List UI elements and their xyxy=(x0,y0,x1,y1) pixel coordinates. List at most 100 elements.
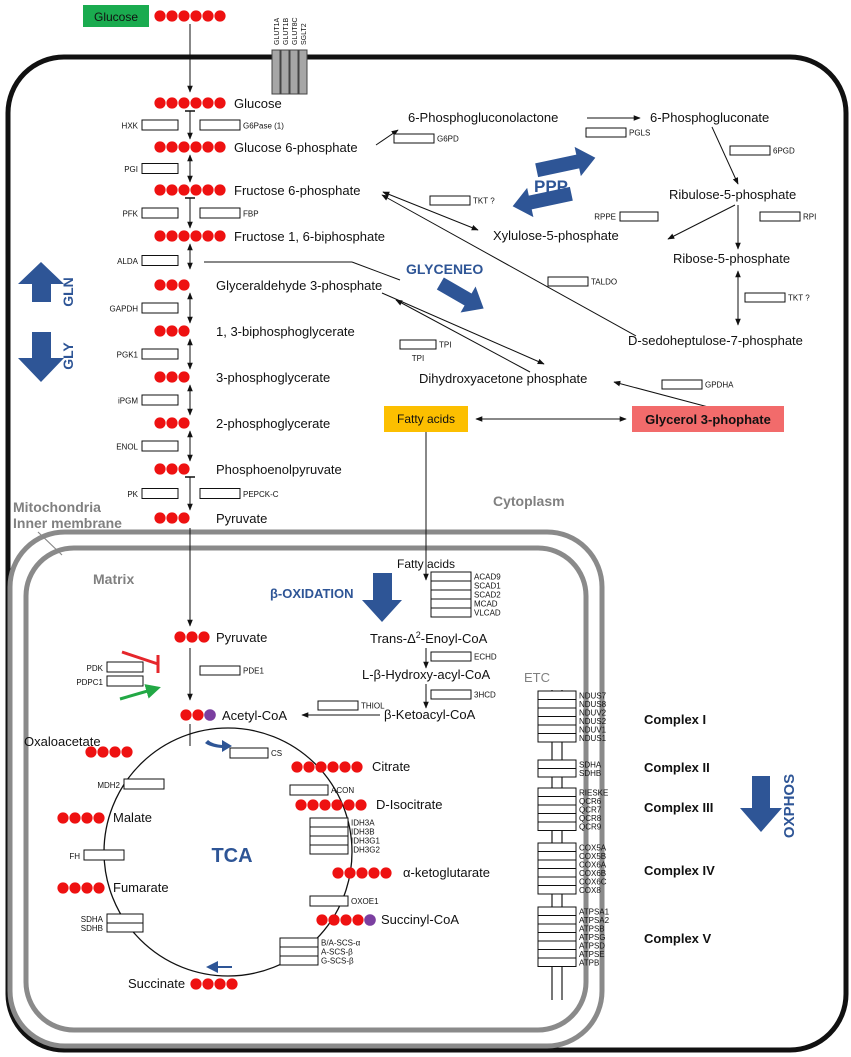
acetyl-coa-label: Acetyl-CoA xyxy=(222,708,287,723)
tca-enzyme-mdh2-label: MDH2 xyxy=(97,781,120,790)
tca-fumarate-carbon-dot xyxy=(81,882,93,894)
tca-akg-carbon-dot xyxy=(368,867,380,879)
ppp-enzyme-6pgd-label: 6PGD xyxy=(773,147,795,156)
mito-pyruvate-carbon-dot xyxy=(174,631,186,643)
ppp-arrow-backward-shape xyxy=(512,186,573,218)
tca-malate-label: Malate xyxy=(113,810,152,825)
mito-pyruvate-carbon-dot xyxy=(198,631,210,643)
beta-enzyme-acad-row xyxy=(430,589,472,600)
mito-inner-membrane xyxy=(23,545,589,1033)
acetyl-coa-carbon-dot xyxy=(192,709,204,721)
tca-flow-arrow-top xyxy=(205,740,232,752)
etc-subunit-box xyxy=(537,868,577,878)
glycolysis-metabolite-label: Pyruvate xyxy=(216,511,267,526)
etc-subunit-box xyxy=(537,842,577,852)
tca-enzyme-fh-box xyxy=(83,849,125,861)
pdk-label: PDK xyxy=(87,664,104,673)
etc-subunit-label: ATPSG xyxy=(579,933,606,942)
glycolysis-enzyme-right-box xyxy=(199,488,241,499)
beta-enzyme-echd-label: ECHD xyxy=(474,653,497,662)
beta-oxidation-label: β-OXIDATION xyxy=(270,586,354,601)
glycolysis-enzyme-left-box xyxy=(141,394,179,406)
tca-oxaloacetate: Oxaloacetate xyxy=(24,734,101,749)
glucose-external-carbon-dot xyxy=(178,10,190,22)
tca-enzyme-sdh-leftlabel: SDHA xyxy=(81,915,104,924)
tca-enzyme-idh-row xyxy=(309,835,349,846)
glycolysis-metabolite-1-carbon-dot xyxy=(166,141,178,153)
ppp-label: PPP xyxy=(534,177,568,196)
etc-complex-label: Complex I xyxy=(644,712,706,727)
glucose-external-carbon-dot xyxy=(214,10,226,22)
tca-malate-carbon-dot xyxy=(81,812,93,824)
tca-citrate-carbon-dot xyxy=(351,761,363,773)
etc-subunit-box xyxy=(537,724,577,734)
glycolysis-enzyme-left-label: PFK xyxy=(122,210,138,219)
etc-complex-label: Complex III xyxy=(644,800,713,815)
pdpc1-label: PDPC1 xyxy=(76,678,103,687)
glycolysis-metabolite-4-carbon-dot xyxy=(178,279,190,291)
transporter-label: GLUT1A xyxy=(274,17,281,45)
tca-enzyme-idh-row xyxy=(309,817,349,828)
tca-akg-carbon-dot xyxy=(380,867,392,879)
glucose-external-carbon-dot xyxy=(202,10,214,22)
ppp-lactone: 6-Phosphogluconolactone xyxy=(408,110,558,125)
glycolysis-metabolite-9-carbon-dot xyxy=(178,512,190,524)
tca-succinyl-label: Succinyl-CoA xyxy=(381,912,459,927)
glycolysis-metabolite-5-carbon-dot xyxy=(154,325,166,337)
cytoplasm-label: Cytoplasm xyxy=(493,493,565,509)
glycolysis-enzyme-left-label: PGK1 xyxy=(117,351,139,360)
beta-enzyme-acad-label: ACAD9 xyxy=(474,573,501,582)
glycolysis-metabolite-label: Phosphoenolpyruvate xyxy=(216,462,342,477)
ppp-enzyme-pgls-label: PGLS xyxy=(629,129,650,138)
glycolysis-metabolite-4-carbon-dot xyxy=(166,279,178,291)
tca-succinyl-coa-dot xyxy=(364,914,376,926)
inner-membrane-pointer xyxy=(37,531,63,556)
glycolysis-metabolite-0-carbon-dot xyxy=(202,97,214,109)
glycolysis-metabolite-3-carbon-dot xyxy=(202,230,214,242)
glycolysis-metabolite-2-carbon-dot xyxy=(190,184,202,196)
ppp-arrow-g6p-lactone xyxy=(375,129,399,146)
glycolysis-enzyme-left-box xyxy=(141,440,179,452)
tca-succinate-carbon-dot xyxy=(202,978,214,990)
etc-subunit-label: QCR7 xyxy=(579,806,602,815)
etc-subunit-box xyxy=(537,906,577,916)
etc-subunit-box xyxy=(537,940,577,950)
glycolysis-metabolite-7-carbon-dot xyxy=(154,417,166,429)
etc-subunit-box xyxy=(537,768,577,778)
glycolysis-metabolite-1-carbon-dot xyxy=(154,141,166,153)
glycolysis-metabolite-label: Glucose xyxy=(234,96,282,111)
glucose-external-carbon-dot xyxy=(166,10,178,22)
tca-enzyme-sdh-row xyxy=(106,913,144,924)
beta-enzyme-acad-row xyxy=(430,598,472,609)
acetyl-coa-carbon-dot xyxy=(180,709,192,721)
inner-membrane-label: Inner membrane xyxy=(13,515,122,531)
glycolysis-enzyme-left-box xyxy=(141,207,179,219)
etc-subunit-label: NDUS7 xyxy=(579,692,607,701)
ppp-arrow-forward xyxy=(535,146,596,178)
glyceneo-enzyme-tpi-box-box xyxy=(399,339,437,350)
etc-subunit-box xyxy=(537,813,577,823)
etc-subunit-box xyxy=(537,716,577,726)
glycolysis-enzyme-left-box xyxy=(141,348,179,360)
glycolysis-metabolite-label: 2-phosphoglycerate xyxy=(216,416,330,431)
glycolysis-enzyme-left-box xyxy=(141,119,179,131)
fatty-acids-box xyxy=(384,406,468,432)
glycolysis-metabolite-8-carbon-dot xyxy=(154,463,166,475)
ppp-enzyme-rpi-label: RPI xyxy=(803,213,816,222)
tca-isocitrate-carbon-dot xyxy=(343,799,355,811)
glycolysis-enzyme-left-box xyxy=(141,488,179,499)
tca-enzyme-scs-label: G-SCS-β xyxy=(321,957,354,966)
etc-subunit-box xyxy=(537,957,577,967)
mito-outer-membrane xyxy=(7,529,605,1049)
gly-label: GLY xyxy=(60,342,76,370)
glycolysis-metabolite-3-carbon-dot xyxy=(190,230,202,242)
fatty-acids-label: Fatty acids xyxy=(397,412,455,426)
ppp-enzyme-rppe-box xyxy=(619,211,659,222)
ppp-enzyme-tkt2-box xyxy=(744,292,786,303)
etc-subunit-label: RIESKE xyxy=(579,789,608,798)
beta-enzyme-acad-label: SCAD1 xyxy=(474,582,501,591)
aldolase-branch-line-2 xyxy=(351,261,401,281)
tca-enzyme-acon-label: ACON xyxy=(331,786,354,795)
tca-enzyme-fh-label: FH xyxy=(69,852,80,861)
